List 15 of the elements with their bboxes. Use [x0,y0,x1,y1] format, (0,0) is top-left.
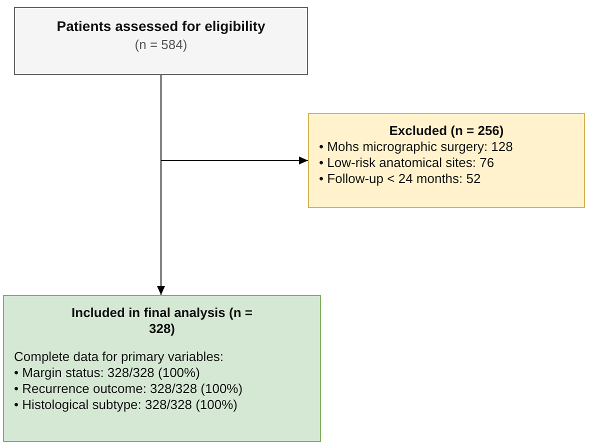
arrow [160,74,308,164]
flow-box [14,7,308,75]
box-text: • Margin status: 328/328 (100%) [14,365,201,381]
flow-box [3,295,321,442]
box-text: • Low-risk anatomical sites: 76 [319,155,496,171]
box-text: • Recurrence outcome: 328/328 (100%) [14,381,244,397]
box-heading: Patients assessed for eligibility [56,18,266,34]
box-heading: Excluded (n = 256) [388,123,505,139]
box-text: • Follow-up < 24 months: 52 [319,171,482,187]
box-text: Complete data for primary variables: [14,349,225,365]
box-text: • Mohs micrographic surgery: 128 [319,139,514,155]
count-text: (n = 584) [134,37,188,53]
flow-box [308,113,585,208]
box-heading: Included in final analysis (n = 328) [70,305,254,337]
box-text: • Histological subtype: 328/328 (100%) [14,397,239,413]
